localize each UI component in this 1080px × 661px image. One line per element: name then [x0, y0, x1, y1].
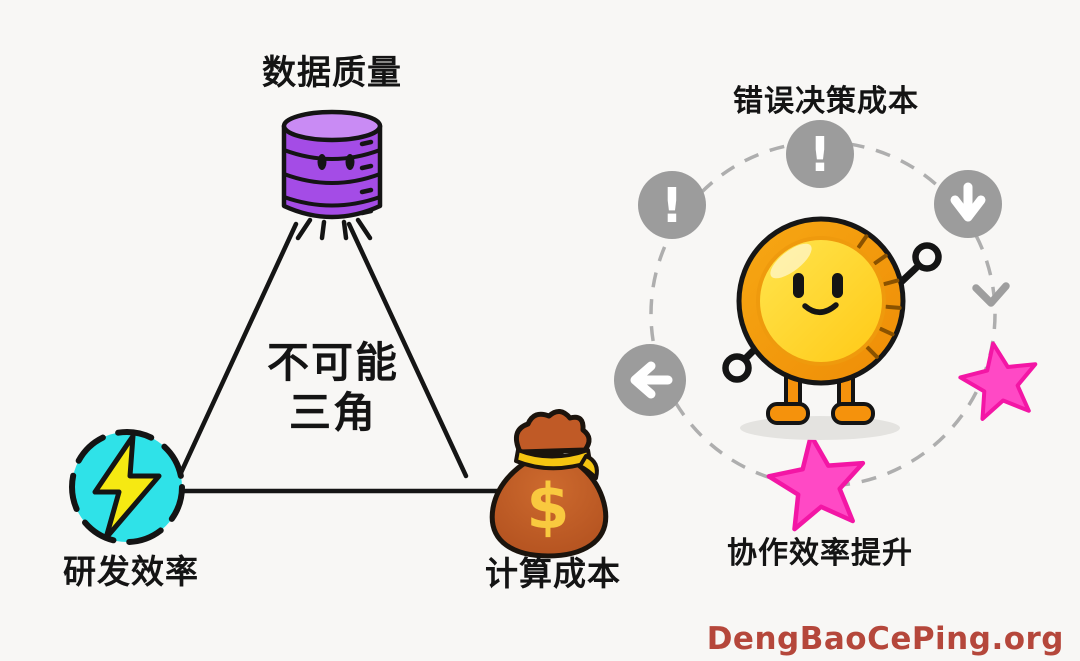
cycle-top-label: 错误决策成本	[733, 84, 919, 119]
database-top	[281, 109, 383, 143]
alert-icon: !	[661, 178, 683, 234]
coin-face	[756, 236, 886, 366]
triangle-bottom-left-label: 研发效率	[63, 552, 199, 591]
coin-left-shoe	[766, 402, 810, 425]
down-arrow-icon	[950, 182, 986, 222]
money-bag-tie-tail	[578, 454, 599, 480]
star-icon	[958, 341, 1038, 421]
triangle-center-title-line1: 不可能	[266, 338, 399, 387]
database-icon	[281, 109, 383, 241]
database-eyes	[317, 154, 355, 170]
coin-smile	[802, 302, 839, 315]
left-arrow-badge	[614, 344, 686, 416]
lightning-icon	[69, 429, 185, 545]
money-bag-body	[489, 449, 609, 559]
dollar-sign: $	[526, 470, 569, 543]
coin-edge-ridges	[856, 234, 902, 359]
triangle-top-label: 数据质量	[262, 53, 402, 93]
triangle-lines	[170, 221, 501, 494]
coin-right-hand	[912, 242, 942, 272]
alert-icon: !	[809, 127, 831, 183]
cycle-bottom-label: 协作效率提升	[727, 536, 913, 571]
coin-eyes	[793, 273, 843, 298]
down-arrow-badge	[934, 170, 1002, 238]
lightning-bolt	[92, 433, 162, 541]
money-bag-ruffle	[513, 409, 592, 455]
triangle-center-title-line2: 三角	[288, 388, 377, 438]
watermark-text: DengBaoCePing.org	[706, 621, 1064, 657]
alert-badge-top: !	[786, 120, 854, 188]
coin-gloss	[770, 243, 812, 279]
coin-character	[722, 216, 942, 440]
triangle-right-edge	[346, 221, 469, 479]
chevron-down-icon	[972, 282, 1010, 307]
coin-shadow	[740, 416, 900, 440]
triangle-bottom-right-label: 计算成本	[485, 554, 621, 593]
coin-right-shoe	[831, 402, 875, 425]
star-icon	[766, 433, 866, 532]
triangle-left-edge	[170, 221, 299, 493]
left-arrow-icon	[630, 361, 673, 399]
money-bag-icon: $	[489, 409, 609, 559]
alert-badge-left: !	[638, 171, 706, 239]
triangle-center-title: 不可能 三角	[213, 338, 453, 439]
database-body	[281, 123, 383, 220]
coin-left-hand	[722, 353, 752, 383]
